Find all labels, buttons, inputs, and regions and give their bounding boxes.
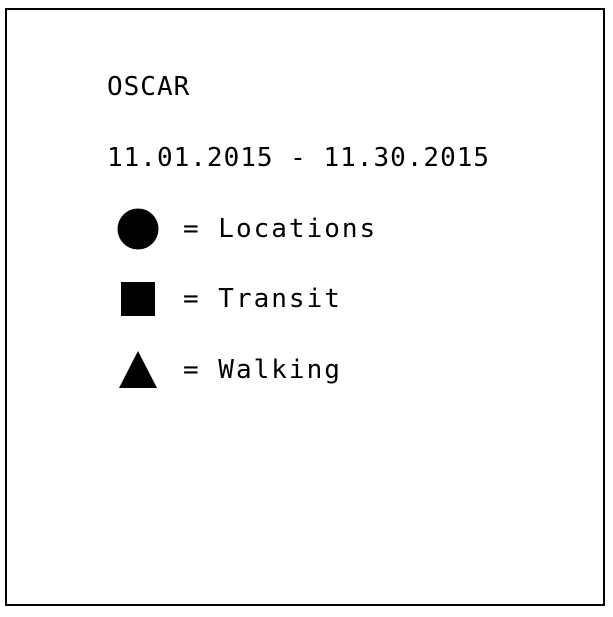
legend-label: = Transit	[183, 284, 342, 314]
person-name: OSCAR	[107, 72, 191, 102]
circle-icon	[115, 207, 161, 251]
legend-label: = Walking	[183, 355, 342, 385]
legend-item-walking: = Walking	[115, 348, 342, 392]
date-range: 11.01.2015 - 11.30.2015	[107, 143, 491, 173]
legend-card: OSCAR 11.01.2015 - 11.30.2015 = Location…	[5, 8, 605, 606]
square-icon	[115, 277, 161, 321]
triangle-icon	[115, 348, 161, 392]
legend-item-locations: = Locations	[115, 207, 377, 251]
legend-item-transit: = Transit	[115, 277, 342, 321]
legend-label: = Locations	[183, 214, 378, 244]
